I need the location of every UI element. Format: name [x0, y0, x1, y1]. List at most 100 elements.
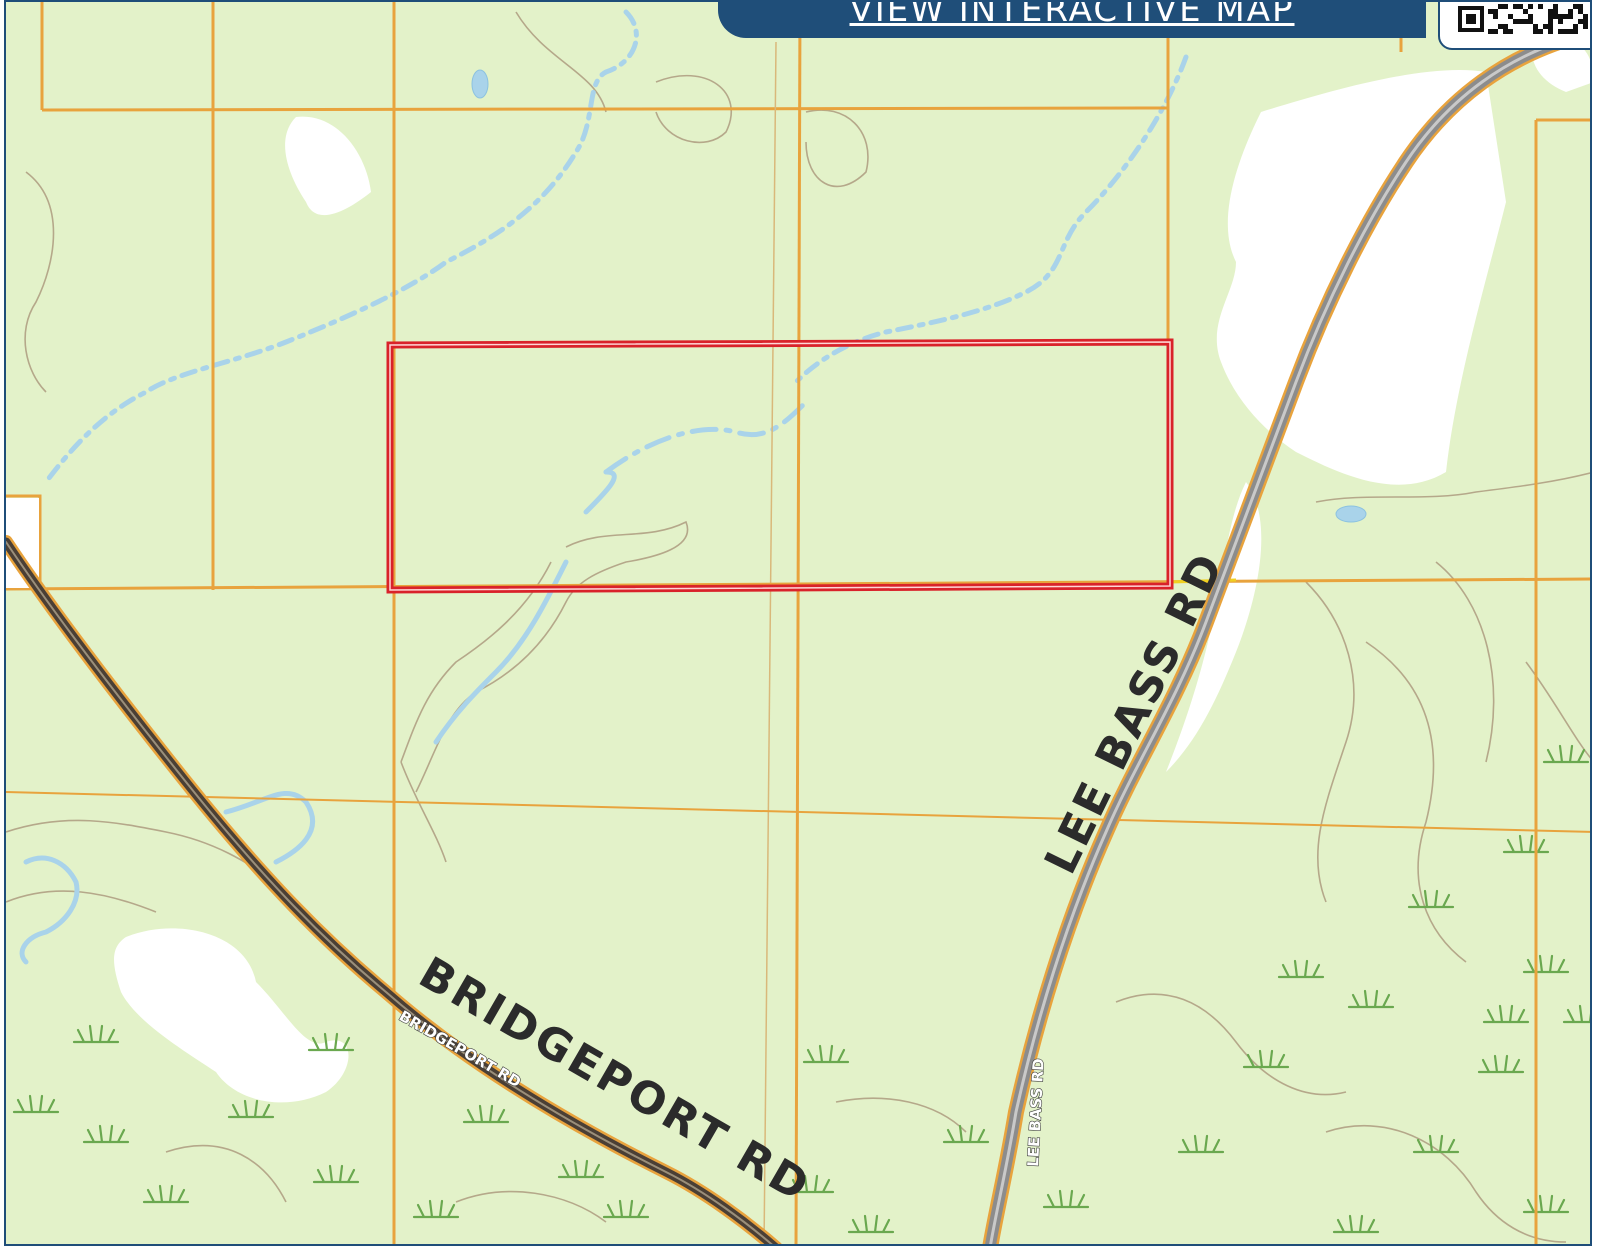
marsh-symbol [942, 1124, 990, 1144]
qr-module [1573, 29, 1578, 34]
marsh-symbol [1332, 1214, 1380, 1234]
qr-module [1488, 9, 1493, 14]
parcel-line [6, 577, 1590, 591]
marsh-symbol [1502, 834, 1550, 854]
marsh-symbol [1562, 1004, 1590, 1024]
qr-module [1563, 14, 1568, 19]
parcel-line [6, 494, 42, 590]
marsh-symbol [142, 1184, 190, 1204]
qr-module [1518, 19, 1523, 24]
stream [223, 790, 315, 865]
contour [1435, 561, 1495, 763]
qr-module [1578, 4, 1583, 9]
water-features [19, 9, 1189, 965]
pond [471, 69, 489, 99]
marsh-symbol [1177, 1134, 1225, 1154]
qr-module [1493, 29, 1498, 34]
qr-module [1513, 19, 1518, 24]
qr-module [1568, 9, 1573, 14]
qr-module [1548, 14, 1553, 19]
marsh-symbol [557, 1159, 605, 1179]
contour [1325, 1124, 1567, 1243]
qr-module [1548, 9, 1553, 14]
qr-module [1493, 14, 1498, 19]
marsh-symbol [1242, 1049, 1290, 1069]
marsh-symbol [462, 1104, 510, 1124]
qr-module [1568, 29, 1573, 34]
marsh-symbol [1542, 744, 1590, 764]
stream [43, 9, 639, 485]
bridgeport-road-label: BRIDGEPORT RD [411, 947, 820, 1213]
open-area [1216, 70, 1506, 485]
qr-module [1518, 4, 1523, 9]
qr-module [1548, 24, 1553, 29]
qr-module [1558, 19, 1563, 24]
qr-module [1498, 4, 1503, 9]
subject-parcel-inner [389, 341, 1171, 591]
qr-code[interactable] [1438, 2, 1590, 50]
qr-module [1503, 29, 1508, 34]
open-area [114, 928, 349, 1103]
contour [1115, 993, 1347, 1096]
contour [835, 1097, 967, 1133]
marsh-symbol [307, 1032, 355, 1052]
marsh-symbol [1477, 1054, 1525, 1074]
qr-module [1528, 4, 1533, 9]
contour [6, 890, 157, 913]
qr-module [1503, 24, 1508, 29]
qr-module [1488, 29, 1493, 34]
qr-module [1498, 24, 1503, 29]
road-bridgeport[interactable] [6, 535, 782, 1246]
subject-parcel[interactable] [386, 338, 1174, 594]
contour [455, 1190, 607, 1223]
contour [655, 74, 732, 144]
qr-module [1563, 29, 1568, 34]
marsh-symbol [1412, 1134, 1460, 1154]
marsh-symbol [82, 1124, 130, 1144]
view-interactive-map-label[interactable]: VIEW INTERACTIVE MAP [849, 0, 1295, 30]
marsh-symbol [12, 1094, 60, 1114]
stream [583, 469, 617, 515]
qr-module [1583, 14, 1588, 19]
qr-module [1493, 9, 1498, 14]
marsh-symbol [1522, 1194, 1570, 1214]
subject-parcel-outline [386, 338, 1174, 594]
contour [1315, 472, 1590, 503]
stream [433, 559, 569, 745]
qr-code-icon [1458, 4, 1588, 34]
qr-module [1553, 4, 1558, 9]
ponds [471, 69, 1367, 523]
map-frame[interactable]: BRIDGEPORT RD BRIDGEPORT RD LEE BASS RD … [4, 0, 1592, 1246]
contour [1365, 641, 1467, 963]
parcel-line [41, 106, 1169, 112]
qr-module [1583, 19, 1588, 24]
pond [1335, 505, 1367, 523]
qr-module [1573, 24, 1578, 29]
marsh-symbol [602, 1199, 650, 1219]
qr-module [1523, 9, 1528, 14]
qr-module [1553, 14, 1558, 19]
contour [415, 520, 689, 793]
qr-module [1578, 9, 1583, 14]
marsh-symbol [1407, 889, 1455, 909]
parcel-line [763, 41, 777, 1244]
qr-module [1513, 4, 1518, 9]
stream [19, 855, 80, 965]
contour [24, 171, 55, 393]
qr-module [1578, 19, 1583, 24]
qr-module [1558, 14, 1563, 19]
parcel-line [6, 791, 1590, 833]
view-interactive-map-button[interactable]: VIEW INTERACTIVE MAP [718, 0, 1426, 38]
qr-module [1538, 4, 1543, 9]
qr-module [1503, 4, 1508, 9]
marsh-symbols [12, 744, 1590, 1234]
marsh-symbol [802, 1044, 850, 1064]
road-lee-bass[interactable] [982, 24, 1592, 1246]
contour [165, 1144, 287, 1203]
qr-module [1548, 19, 1553, 24]
open-area [285, 116, 371, 216]
qr-module [1466, 14, 1476, 24]
map-canvas[interactable]: BRIDGEPORT RD BRIDGEPORT RD LEE BASS RD … [6, 2, 1592, 1246]
qr-module [1568, 14, 1573, 19]
qr-module [1533, 24, 1538, 29]
